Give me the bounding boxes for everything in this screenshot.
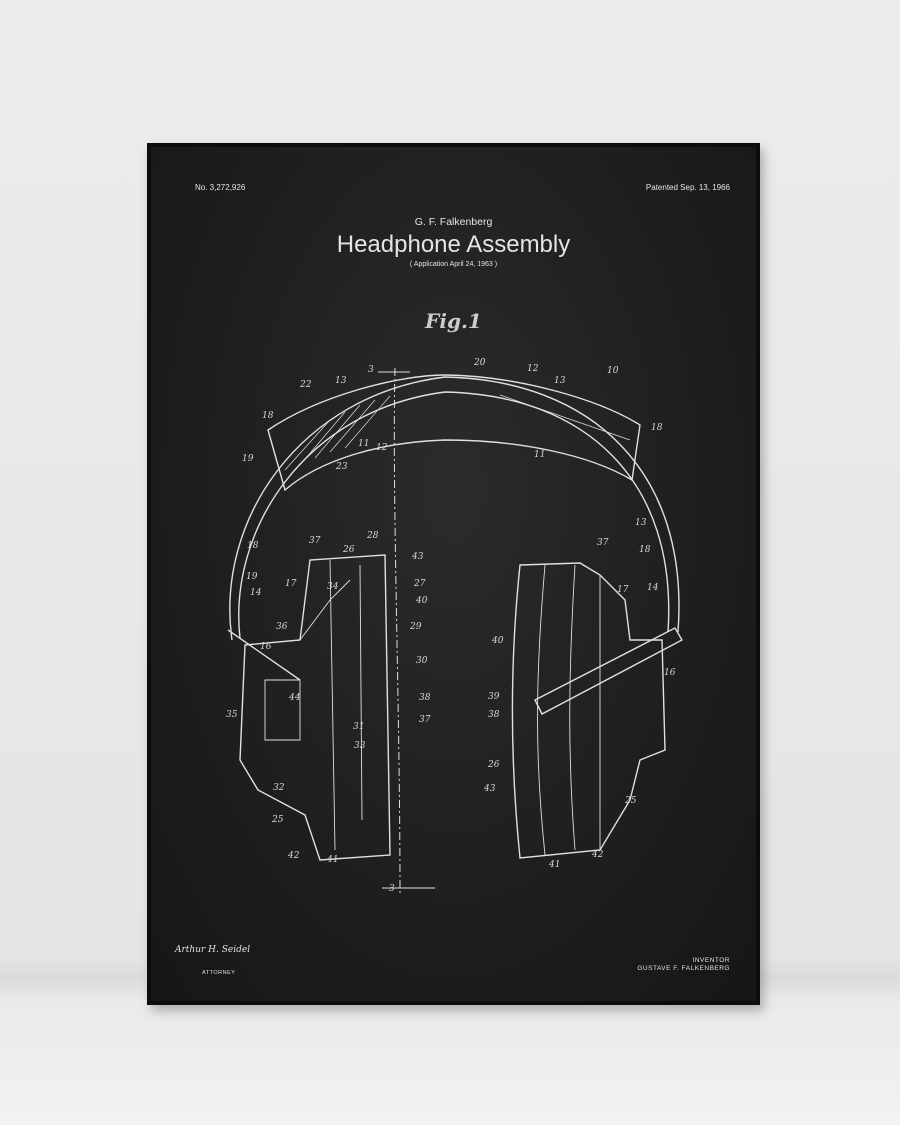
part-label: 13 (335, 376, 347, 386)
part-label: 12 (376, 443, 388, 453)
part-label: 35 (226, 710, 238, 720)
author: G. F. Falkenberg (414, 216, 493, 228)
right-earcup (511, 562, 666, 859)
part-label: 38 (488, 710, 500, 720)
attorney-signature: Arthur H. Seidel (175, 945, 251, 955)
part-label: 14 (647, 583, 659, 593)
patented-date: Patented Sep. 13, 1966 (645, 183, 730, 192)
part-label: 30 (416, 656, 428, 666)
left-earcup-detail (264, 559, 363, 851)
part-label: 32 (273, 783, 285, 793)
part-label: 10 (607, 366, 619, 376)
part-label: 34 (327, 582, 339, 592)
part-label: 19 (242, 454, 254, 464)
part-label: 18 (247, 541, 259, 551)
attorney-label: ATTORNEY (202, 970, 236, 976)
part-label: 40 (415, 596, 428, 606)
inventor-block: INVENTOR GUSTAVE F. FALKENBERG (637, 957, 730, 973)
part-label: 43 (411, 552, 424, 562)
part-label: 29 (409, 622, 422, 632)
part-label: 25 (624, 796, 637, 806)
part-label: 17 (617, 585, 629, 595)
part-label: 44 (288, 693, 301, 703)
part-label: 13 (554, 376, 566, 386)
part-label: 37 (419, 715, 431, 725)
application-date: ( Application April 24, 1963 ) (409, 261, 498, 268)
section-arrows (378, 371, 435, 889)
part-label: 37 (597, 538, 609, 548)
section-line (393, 367, 401, 896)
headband-pad-hatch (284, 394, 631, 471)
headband-pad (267, 374, 641, 492)
part-label: 3 (368, 365, 374, 375)
part-label: 18 (639, 545, 651, 555)
part-label: 18 (651, 423, 663, 433)
part-label: 27 (413, 579, 426, 589)
part-label: 28 (366, 531, 379, 541)
part-label: 39 (488, 692, 500, 702)
headband-inner (238, 391, 670, 639)
part-label: 25 (271, 815, 284, 825)
part-label: 22 (299, 380, 312, 390)
poster-frame: No. 3,272,926 Patented Sep. 13, 1966 G. … (147, 143, 760, 1005)
part-label: 37 (309, 536, 321, 546)
headband-outer (229, 376, 680, 641)
part-label: 31 (353, 722, 364, 732)
part-label: 11 (534, 450, 545, 460)
part-label: 16 (664, 668, 676, 678)
part-label: 43 (483, 784, 496, 794)
part-label: 40 (491, 636, 504, 646)
part-label: 41 (548, 860, 560, 870)
inventor-name: GUSTAVE F. FALKENBERG (637, 965, 730, 972)
patent-number: No. 3,272,926 (195, 183, 246, 192)
part-label: 26 (342, 545, 355, 555)
left-earcup (239, 554, 391, 861)
part-label: 11 (358, 439, 369, 449)
left-yoke-arm (227, 629, 301, 681)
headphone-illustration (227, 367, 683, 896)
part-label: 23 (335, 462, 348, 472)
right-yoke-arm (534, 627, 683, 715)
part-label: 17 (285, 579, 297, 589)
part-label: 41 (326, 855, 338, 865)
poster-title: Headphone Assembly (336, 231, 571, 258)
part-label: 33 (354, 741, 366, 751)
part-label: 20 (473, 358, 486, 368)
part-label: 13 (635, 518, 647, 528)
figure-label: Fig.1 (425, 309, 482, 333)
part-label: 16 (260, 642, 272, 652)
patent-poster: No. 3,272,926 Patented Sep. 13, 1966 G. … (151, 147, 756, 1001)
part-label: 42 (591, 850, 604, 860)
part-label: 12 (527, 364, 539, 374)
part-label: 26 (487, 760, 500, 770)
part-label: 14 (250, 588, 262, 598)
part-label: 19 (246, 572, 258, 582)
part-label: 42 (287, 851, 300, 861)
part-label: 3 (389, 884, 395, 894)
right-earcup-detail (537, 564, 601, 856)
part-label: 36 (276, 622, 288, 632)
part-label: 18 (262, 411, 274, 421)
part-label: 38 (419, 693, 431, 703)
inventor-label: INVENTOR (692, 957, 730, 964)
